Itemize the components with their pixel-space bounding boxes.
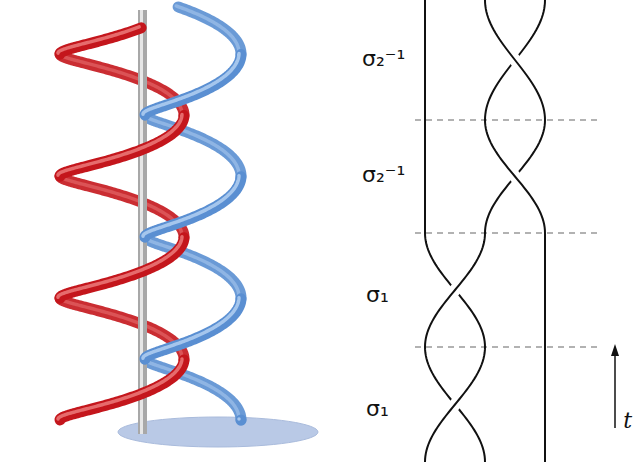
helix-highlight — [58, 359, 182, 419]
time-arrowhead — [611, 344, 619, 356]
generator-label: σ₂⁻¹ — [362, 164, 405, 186]
helix-highlight — [176, 6, 239, 54]
braid-strand — [485, 0, 545, 120]
base-disc — [118, 417, 318, 447]
helix-front — [58, 27, 241, 420]
helix-tube — [178, 7, 241, 55]
generator-label: σ₁ — [366, 398, 389, 420]
time-arrow — [614, 352, 616, 428]
generator-label: σ₂⁻¹ — [362, 48, 405, 70]
braid-strand — [424, 0, 426, 120]
helix-highlight — [58, 237, 182, 297]
dashed-divider — [415, 346, 598, 348]
braid-strand — [544, 347, 546, 462]
pole-highlight — [140, 10, 143, 434]
braid-strands — [425, 0, 545, 462]
generator-label: σ₁ — [366, 284, 389, 306]
braid-strand — [424, 120, 426, 233]
helix-back — [58, 6, 241, 420]
braid-strand — [425, 233, 485, 347]
braid-strand — [425, 233, 485, 347]
braid-strand — [425, 347, 485, 462]
braid-strand — [485, 120, 545, 233]
helix-highlight — [143, 298, 239, 358]
axis-label: t — [623, 410, 632, 432]
helix-highlight — [143, 176, 239, 237]
braid-strand — [544, 233, 546, 347]
pole-rod — [138, 10, 147, 434]
helix-highlight — [143, 53, 239, 114]
dashed-divider — [415, 119, 598, 121]
braid-diagram — [415, 0, 619, 462]
braid-strand — [425, 347, 485, 462]
braid-strand — [485, 0, 545, 120]
helix-highlight — [58, 115, 182, 176]
dashed-divider — [415, 232, 598, 234]
pole — [138, 10, 147, 434]
braid-strand — [485, 120, 545, 233]
helix-highlight — [58, 27, 139, 53]
